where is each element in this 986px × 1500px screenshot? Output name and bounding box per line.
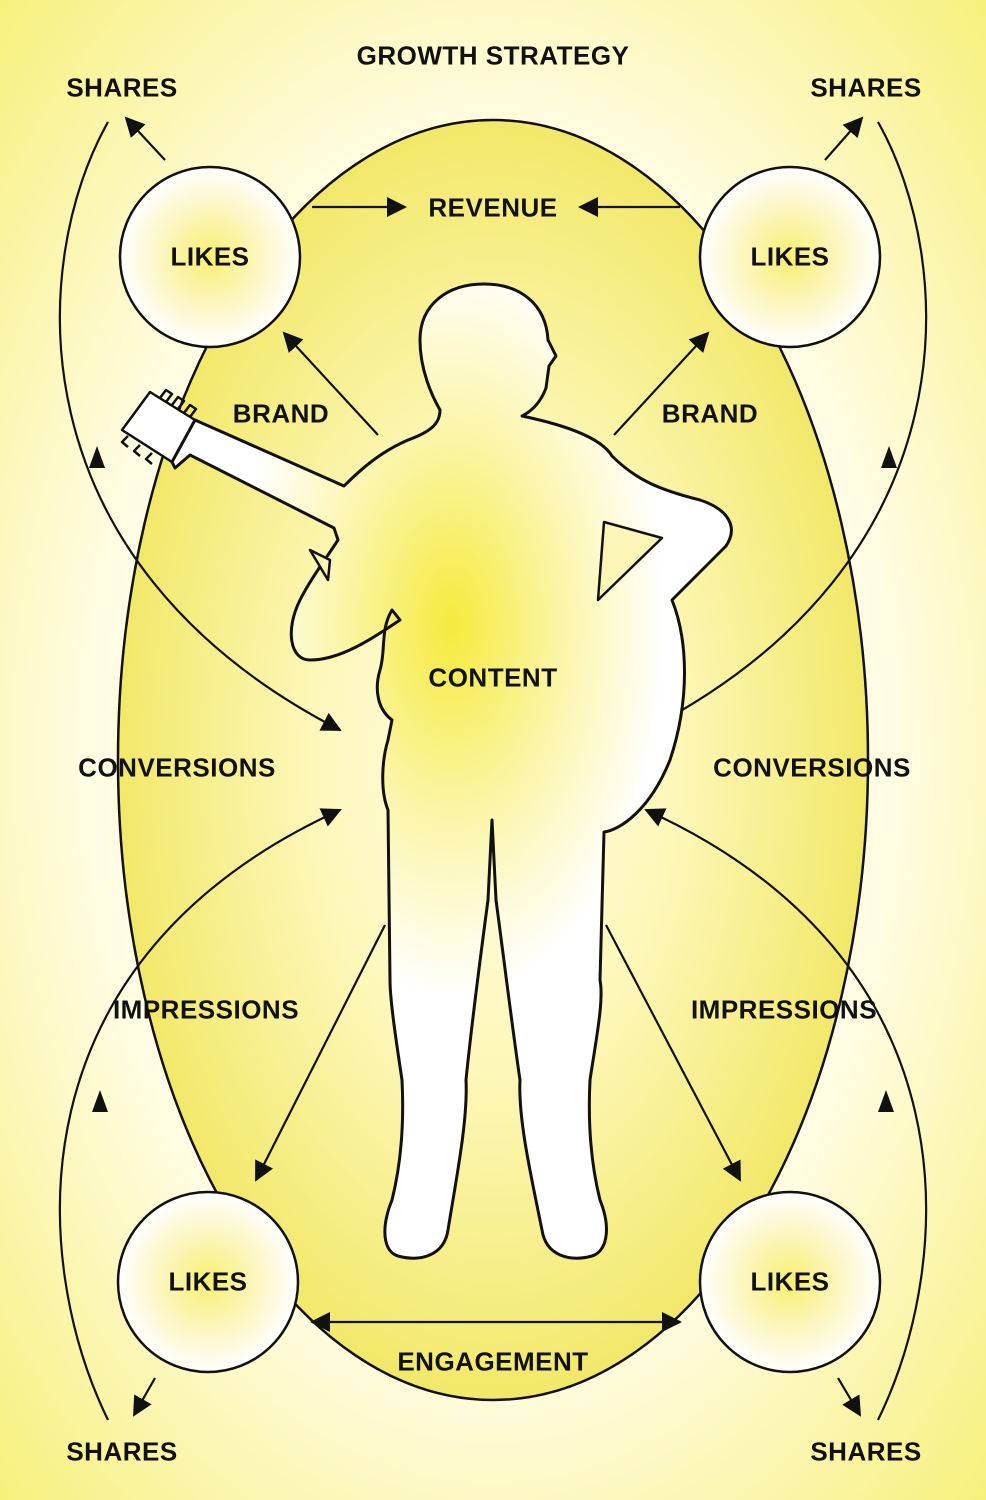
arm-gap-left xyxy=(308,548,332,582)
likes-circle-top-right xyxy=(698,165,882,349)
content-label: CONTENT xyxy=(428,662,558,693)
likes-label-bottom-right: LIKES xyxy=(750,1266,830,1297)
shares-label-top-right: SHARES xyxy=(810,72,922,103)
conversions-label-right: CONVERSIONS xyxy=(713,752,911,783)
arc-top-right xyxy=(644,121,928,731)
guitar-player-silhouette-icon xyxy=(170,282,733,1260)
arrow-brand-right xyxy=(613,331,710,436)
revenue-label: REVENUE xyxy=(428,192,558,223)
likes-label-top-right: LIKES xyxy=(750,241,830,272)
arc-bottom-right xyxy=(644,808,928,1421)
shares-label-bottom-left: SHARES xyxy=(66,1436,178,1467)
arrow-shares-bottom-right xyxy=(837,1377,862,1417)
oval-arrow-right-upper xyxy=(881,446,897,468)
oval-arrow-left-upper xyxy=(89,446,105,468)
arc-top-left xyxy=(58,121,342,731)
impressions-label-right: IMPRESSIONS xyxy=(690,994,878,1025)
shares-label-bottom-right: SHARES xyxy=(810,1436,922,1467)
likes-label-bottom-left: LIKES xyxy=(168,1266,248,1297)
arrow-shares-bottom-left xyxy=(133,1377,156,1417)
likes-circle-bottom-right xyxy=(698,1190,882,1374)
arrow-shares-top-left xyxy=(124,116,166,161)
arrow-impressions-left xyxy=(255,924,386,1182)
likes-circle-bottom-left xyxy=(116,1190,300,1374)
arrow-impressions-right xyxy=(605,924,741,1182)
arc-bottom-left xyxy=(58,808,342,1421)
engagement-label: ENGAGEMENT xyxy=(397,1346,589,1377)
oval-arrow-right-lower xyxy=(878,1090,894,1112)
likes-circle-top-left xyxy=(118,165,302,349)
diagram-title: GROWTH STRATEGY xyxy=(356,40,630,71)
arm-gap-right xyxy=(596,520,664,602)
likes-label-top-left: LIKES xyxy=(170,241,250,272)
arrow-shares-top-right xyxy=(824,116,864,161)
impressions-label-left: IMPRESSIONS xyxy=(112,994,300,1025)
arrow-brand-left xyxy=(282,331,379,436)
brand-label-right: BRAND xyxy=(661,398,759,429)
conversions-label-left: CONVERSIONS xyxy=(78,752,276,783)
shares-label-top-left: SHARES xyxy=(66,72,178,103)
oval-arrow-left-lower xyxy=(92,1090,108,1112)
brand-label-left: BRAND xyxy=(232,398,330,429)
